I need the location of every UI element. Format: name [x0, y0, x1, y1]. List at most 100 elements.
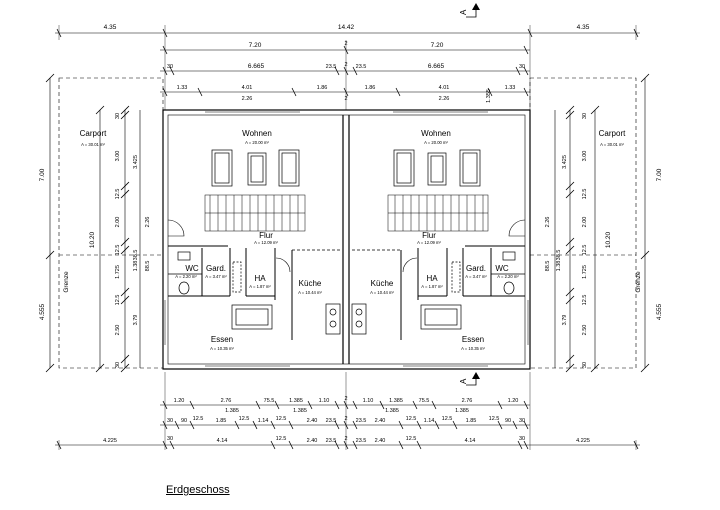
dim-text: 4.14	[217, 438, 228, 444]
dim-text: 7.00	[656, 168, 663, 181]
dim-text: 7.20	[431, 42, 444, 49]
dim-text: 2.26	[545, 217, 551, 228]
side-dimension-text-right: 7.00 4.555 10.20 30 3.00 12.5 2.00 12.5 …	[545, 113, 663, 368]
carport-labels: Carport A = 30.01 m² Carport A = 30.01 m…	[80, 129, 626, 147]
dim-text: 1.38	[556, 261, 562, 272]
staircase-right	[387, 194, 489, 232]
dim-text: 2	[344, 416, 347, 422]
dim-text: 1.385	[289, 398, 303, 404]
dim-text: 2	[344, 396, 347, 402]
side-dimension-text-left: 7.00 4.555 10.20 30 3.00 12.5 2.00 12.5 …	[39, 113, 151, 368]
bottom-dimension-chains	[55, 372, 640, 450]
room-name-essen: Essen	[211, 335, 233, 344]
dim-text: 75.5	[419, 398, 430, 404]
room-name-gard: Gard.	[206, 264, 226, 273]
section-label: A	[459, 9, 468, 15]
room-name-essen: Essen	[462, 335, 484, 344]
dim-text: 7.20	[249, 42, 262, 49]
dim-text: 23.5	[356, 438, 367, 444]
dim-text: 12.5	[406, 436, 417, 442]
drawing-title: Erdgeschoss	[166, 484, 230, 496]
dim-text: 4.555	[39, 303, 46, 320]
dim-text: 90	[505, 418, 511, 424]
room-area-ha: A = 1.87 m²	[249, 284, 271, 289]
living-furniture-left	[211, 149, 300, 187]
dim-text: 23.5	[356, 418, 367, 424]
dim-text: 38.5	[556, 250, 562, 261]
dim-text: 1.85	[466, 418, 477, 424]
room-name-carport: Carport	[80, 129, 107, 138]
dim-text: 75.5	[264, 398, 275, 404]
dim-text: 1.385	[385, 408, 399, 414]
dim-text: 3.79	[133, 315, 139, 326]
dim-text: 30	[167, 418, 173, 424]
dim-text: 1.20	[174, 398, 185, 404]
dim-text: 23.5	[326, 418, 337, 424]
dim-text: 1.385	[293, 408, 307, 414]
top-dimension-text: 4.35 14.42 4.35 7.20 2 7.20 30 6.665 23.…	[104, 24, 590, 103]
dim-text: 4.225	[103, 438, 117, 444]
dim-text: 4.555	[656, 303, 663, 320]
dim-text: 2.76	[462, 398, 473, 404]
room-labels-left: Wohnen A = 20.00 m² Flur A = 12.09 m² WC…	[175, 129, 322, 351]
dim-text: 30	[167, 436, 173, 442]
dim-text: 12.5	[406, 416, 417, 422]
dim-text: 12.5	[115, 189, 121, 200]
dim-text: 4.01	[242, 85, 253, 91]
dim-text: 12.5	[582, 295, 588, 306]
dim-text: 12.5	[582, 189, 588, 200]
bottom-dimension-text: 1.20 2.76 75.5 1.385 1.10 2 1.10 1.385 7…	[103, 396, 590, 444]
staircase-left	[204, 194, 306, 232]
dim-text: 30	[167, 64, 173, 70]
dim-text: 12.5	[442, 416, 453, 422]
dim-text: 2	[344, 62, 347, 68]
dim-text: 23.5	[326, 438, 337, 444]
windows	[164, 111, 529, 367]
dim-text: 12.5	[582, 245, 588, 256]
living-furniture-right	[393, 149, 481, 187]
dim-text: 1.33	[505, 85, 516, 91]
dim-text: 7.00	[39, 168, 46, 181]
room-area-kueche: A = 10.44 m²	[370, 290, 394, 295]
room-area-wohnen: A = 20.00 m²	[245, 140, 269, 145]
room-area-kueche: A = 10.44 m²	[298, 290, 322, 295]
room-area-essen: A = 10.35 m²	[461, 346, 485, 351]
dim-text: 1.385	[225, 408, 239, 414]
dim-text: 23.5	[356, 64, 367, 70]
dim-text: 4.35	[104, 24, 117, 31]
dim-text: 12.5	[193, 416, 204, 422]
room-name-gard: Gard.	[466, 264, 486, 273]
dim-text: 88.5	[545, 261, 551, 272]
room-area-essen: A = 10.35 m²	[210, 346, 234, 351]
dim-text: 2.40	[307, 438, 318, 444]
dim-text: 2.26	[242, 96, 253, 102]
dim-text: 1.86	[365, 85, 376, 91]
room-name-kueche: Küche	[299, 279, 322, 288]
room-area-gard: A = 3.47 m²	[465, 274, 487, 279]
room-name-wc: WC	[495, 264, 509, 273]
side-dimension-chains	[45, 73, 650, 373]
room-name-ha: HA	[254, 274, 266, 283]
top-dimension-chains	[55, 25, 640, 110]
dim-text: 2	[344, 96, 347, 102]
room-area-flur: A = 12.09 m²	[254, 240, 278, 245]
dim-text: 30	[115, 362, 121, 368]
dim-text: 12.5	[115, 295, 121, 306]
dim-text: 4.14	[465, 438, 476, 444]
room-name-wohnen: Wohnen	[242, 129, 272, 138]
dim-text: 3.00	[115, 151, 121, 162]
dim-text: 1.725	[115, 265, 121, 279]
dim-text: 2.26	[439, 96, 450, 102]
room-area-carport: A = 30.01 m²	[600, 142, 624, 147]
dim-text: 88.5	[145, 261, 151, 272]
dim-text: 12.5	[239, 416, 250, 422]
dim-text: 30	[519, 64, 525, 70]
dim-text: 4.35	[577, 24, 590, 31]
dim-text: 1.10	[363, 398, 374, 404]
dim-text: 2.00	[115, 217, 121, 228]
doors	[167, 219, 526, 273]
room-name-kueche: Küche	[371, 279, 394, 288]
dim-text: 30	[582, 362, 588, 368]
dim-text: 6.665	[248, 63, 265, 70]
